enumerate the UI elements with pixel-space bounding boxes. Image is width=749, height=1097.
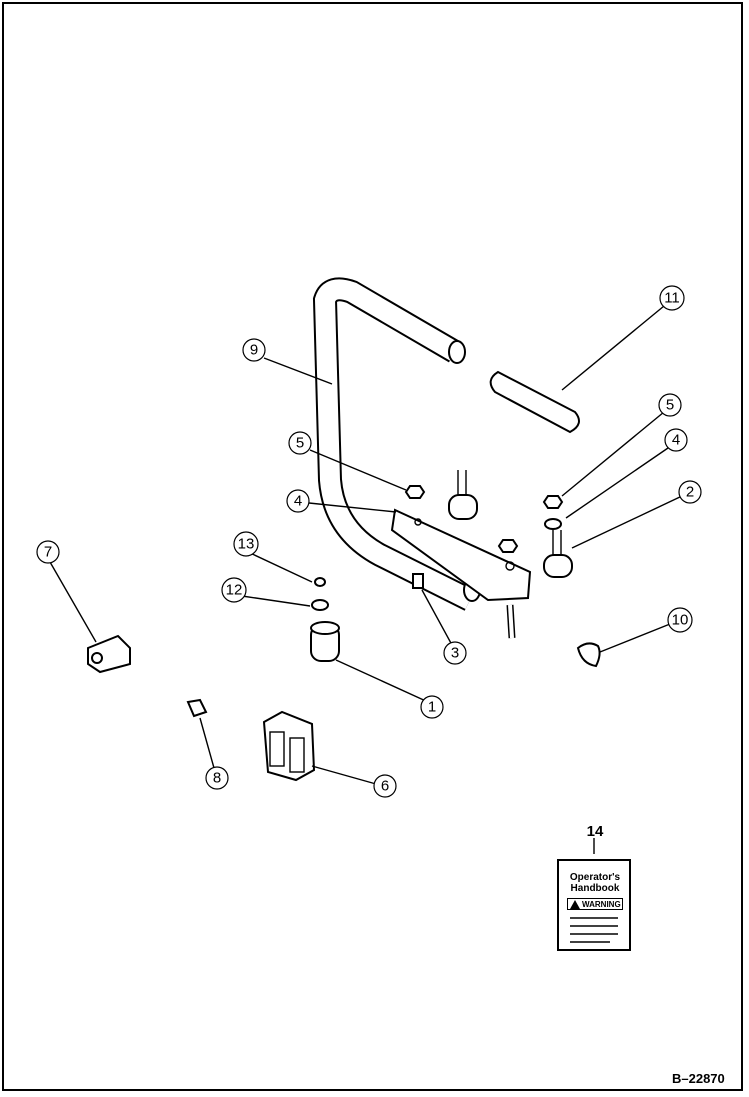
callout-4b: 4 [664, 428, 688, 452]
handbook-item-number: 14 [586, 823, 604, 840]
svg-text:9: 9 [250, 342, 258, 359]
receptacle [262, 710, 316, 782]
callout-5b: 5 [658, 393, 682, 417]
isolator-mount-left [310, 621, 340, 662]
callout-3: 3 [443, 641, 467, 665]
callout-11: 11 [659, 285, 685, 311]
grip [489, 370, 580, 434]
svg-text:4: 4 [294, 493, 302, 510]
warning-triangle-icon [570, 900, 580, 909]
svg-text:13: 13 [238, 536, 255, 553]
svg-text:5: 5 [666, 397, 674, 414]
mounting-plate [390, 508, 532, 602]
operators-handbook [557, 838, 631, 951]
isolator-mount-right [543, 530, 573, 578]
isolator-mount-center [448, 470, 478, 520]
handbook-title-line2: Handbook [570, 883, 620, 894]
callout-2: 2 [678, 480, 702, 504]
callout-8: 8 [205, 766, 229, 790]
svg-text:8: 8 [213, 770, 221, 787]
callout-13: 13 [233, 531, 259, 557]
callout-4a: 4 [286, 489, 310, 513]
handbook-title: Operator's Handbook [562, 872, 628, 894]
svg-text:7: 7 [44, 544, 52, 561]
svg-text:6: 6 [381, 778, 389, 795]
svg-text:5: 5 [296, 435, 304, 452]
handle-tube [312, 277, 481, 611]
cap [576, 642, 601, 668]
hardware-nuts-washers [311, 485, 564, 639]
switch [87, 634, 131, 674]
callouts: 9 11 5 5 4 4 2 13 12 3 10 1 7 8 6 [36, 285, 702, 798]
warning-label: WARNING [567, 898, 623, 910]
svg-text:2: 2 [686, 484, 694, 501]
svg-text:12: 12 [226, 582, 243, 599]
callout-1: 1 [420, 695, 444, 719]
svg-text:3: 3 [451, 645, 459, 662]
handbook-title-line1: Operator's [569, 872, 621, 883]
svg-text:10: 10 [672, 612, 689, 629]
svg-text:4: 4 [672, 432, 680, 449]
callout-7: 7 [36, 540, 60, 564]
clip [186, 698, 208, 718]
callout-9: 9 [242, 338, 266, 362]
callout-10: 10 [667, 607, 693, 633]
callout-5a: 5 [288, 431, 312, 455]
warning-text: WARNING [582, 900, 621, 909]
callout-6: 6 [373, 774, 397, 798]
callout-12: 12 [221, 577, 247, 603]
figure-id: B–22870 [672, 1071, 725, 1086]
svg-text:11: 11 [664, 290, 680, 307]
leader-lines [49, 305, 683, 785]
svg-text:1: 1 [428, 699, 436, 716]
